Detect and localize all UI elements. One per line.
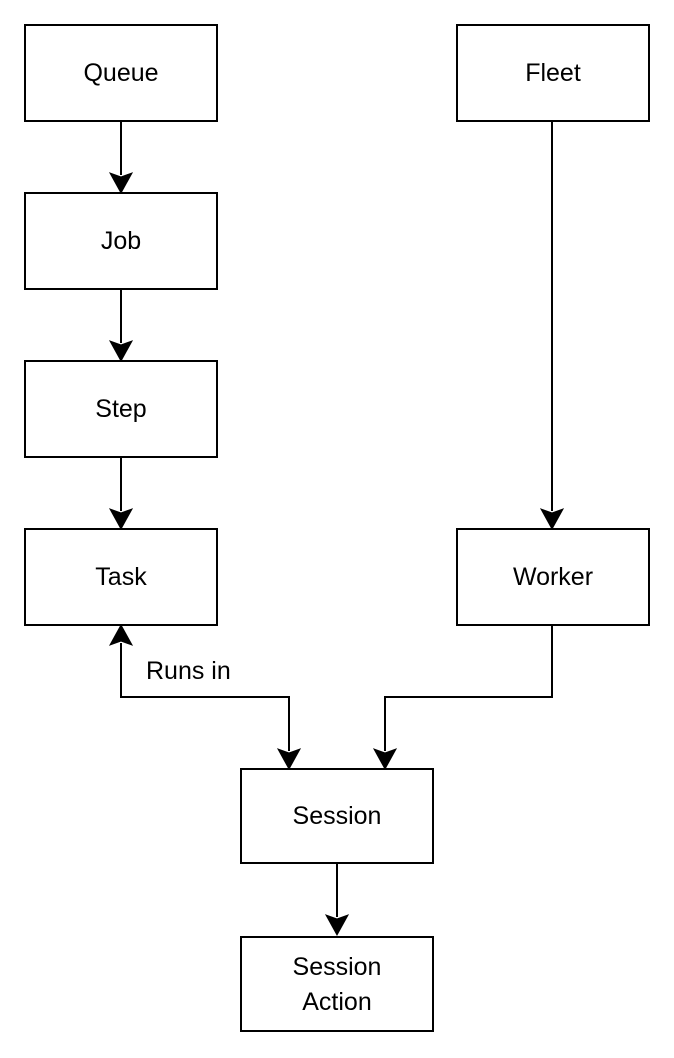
arrowhead-session-left [276, 748, 302, 771]
node-job-label: Job [101, 227, 141, 255]
node-task: Task [24, 528, 218, 626]
node-queue-label: Queue [83, 59, 158, 87]
node-step: Step [24, 360, 218, 458]
edge-worker-to-session [384, 625, 553, 751]
node-session-action-label-line2: Action [302, 988, 371, 1016]
node-queue: Queue [24, 24, 218, 122]
arrowhead-job [108, 172, 134, 195]
node-fleet-label: Fleet [525, 59, 581, 87]
node-worker-label: Worker [513, 563, 593, 591]
edges [108, 121, 565, 937]
node-session-label: Session [293, 802, 382, 830]
node-fleet: Fleet [456, 24, 650, 122]
node-task-label: Task [95, 563, 147, 591]
node-session-action: Session Action [240, 936, 434, 1032]
arrowhead-task-up [108, 623, 134, 646]
node-step-label: Step [95, 395, 146, 423]
edge-session-runs-in-task [120, 643, 290, 751]
arrowhead-session-right [372, 748, 398, 771]
arrowhead-step [108, 340, 134, 363]
arrowhead-worker [539, 508, 565, 531]
node-job: Job [24, 192, 218, 290]
node-session: Session [240, 768, 434, 864]
arrowhead-session-action [324, 914, 350, 937]
node-worker: Worker [456, 528, 650, 626]
edge-label-runs-in: Runs in [146, 657, 231, 685]
node-session-action-label-line1: Session [293, 953, 382, 981]
arrowhead-task [108, 508, 134, 531]
